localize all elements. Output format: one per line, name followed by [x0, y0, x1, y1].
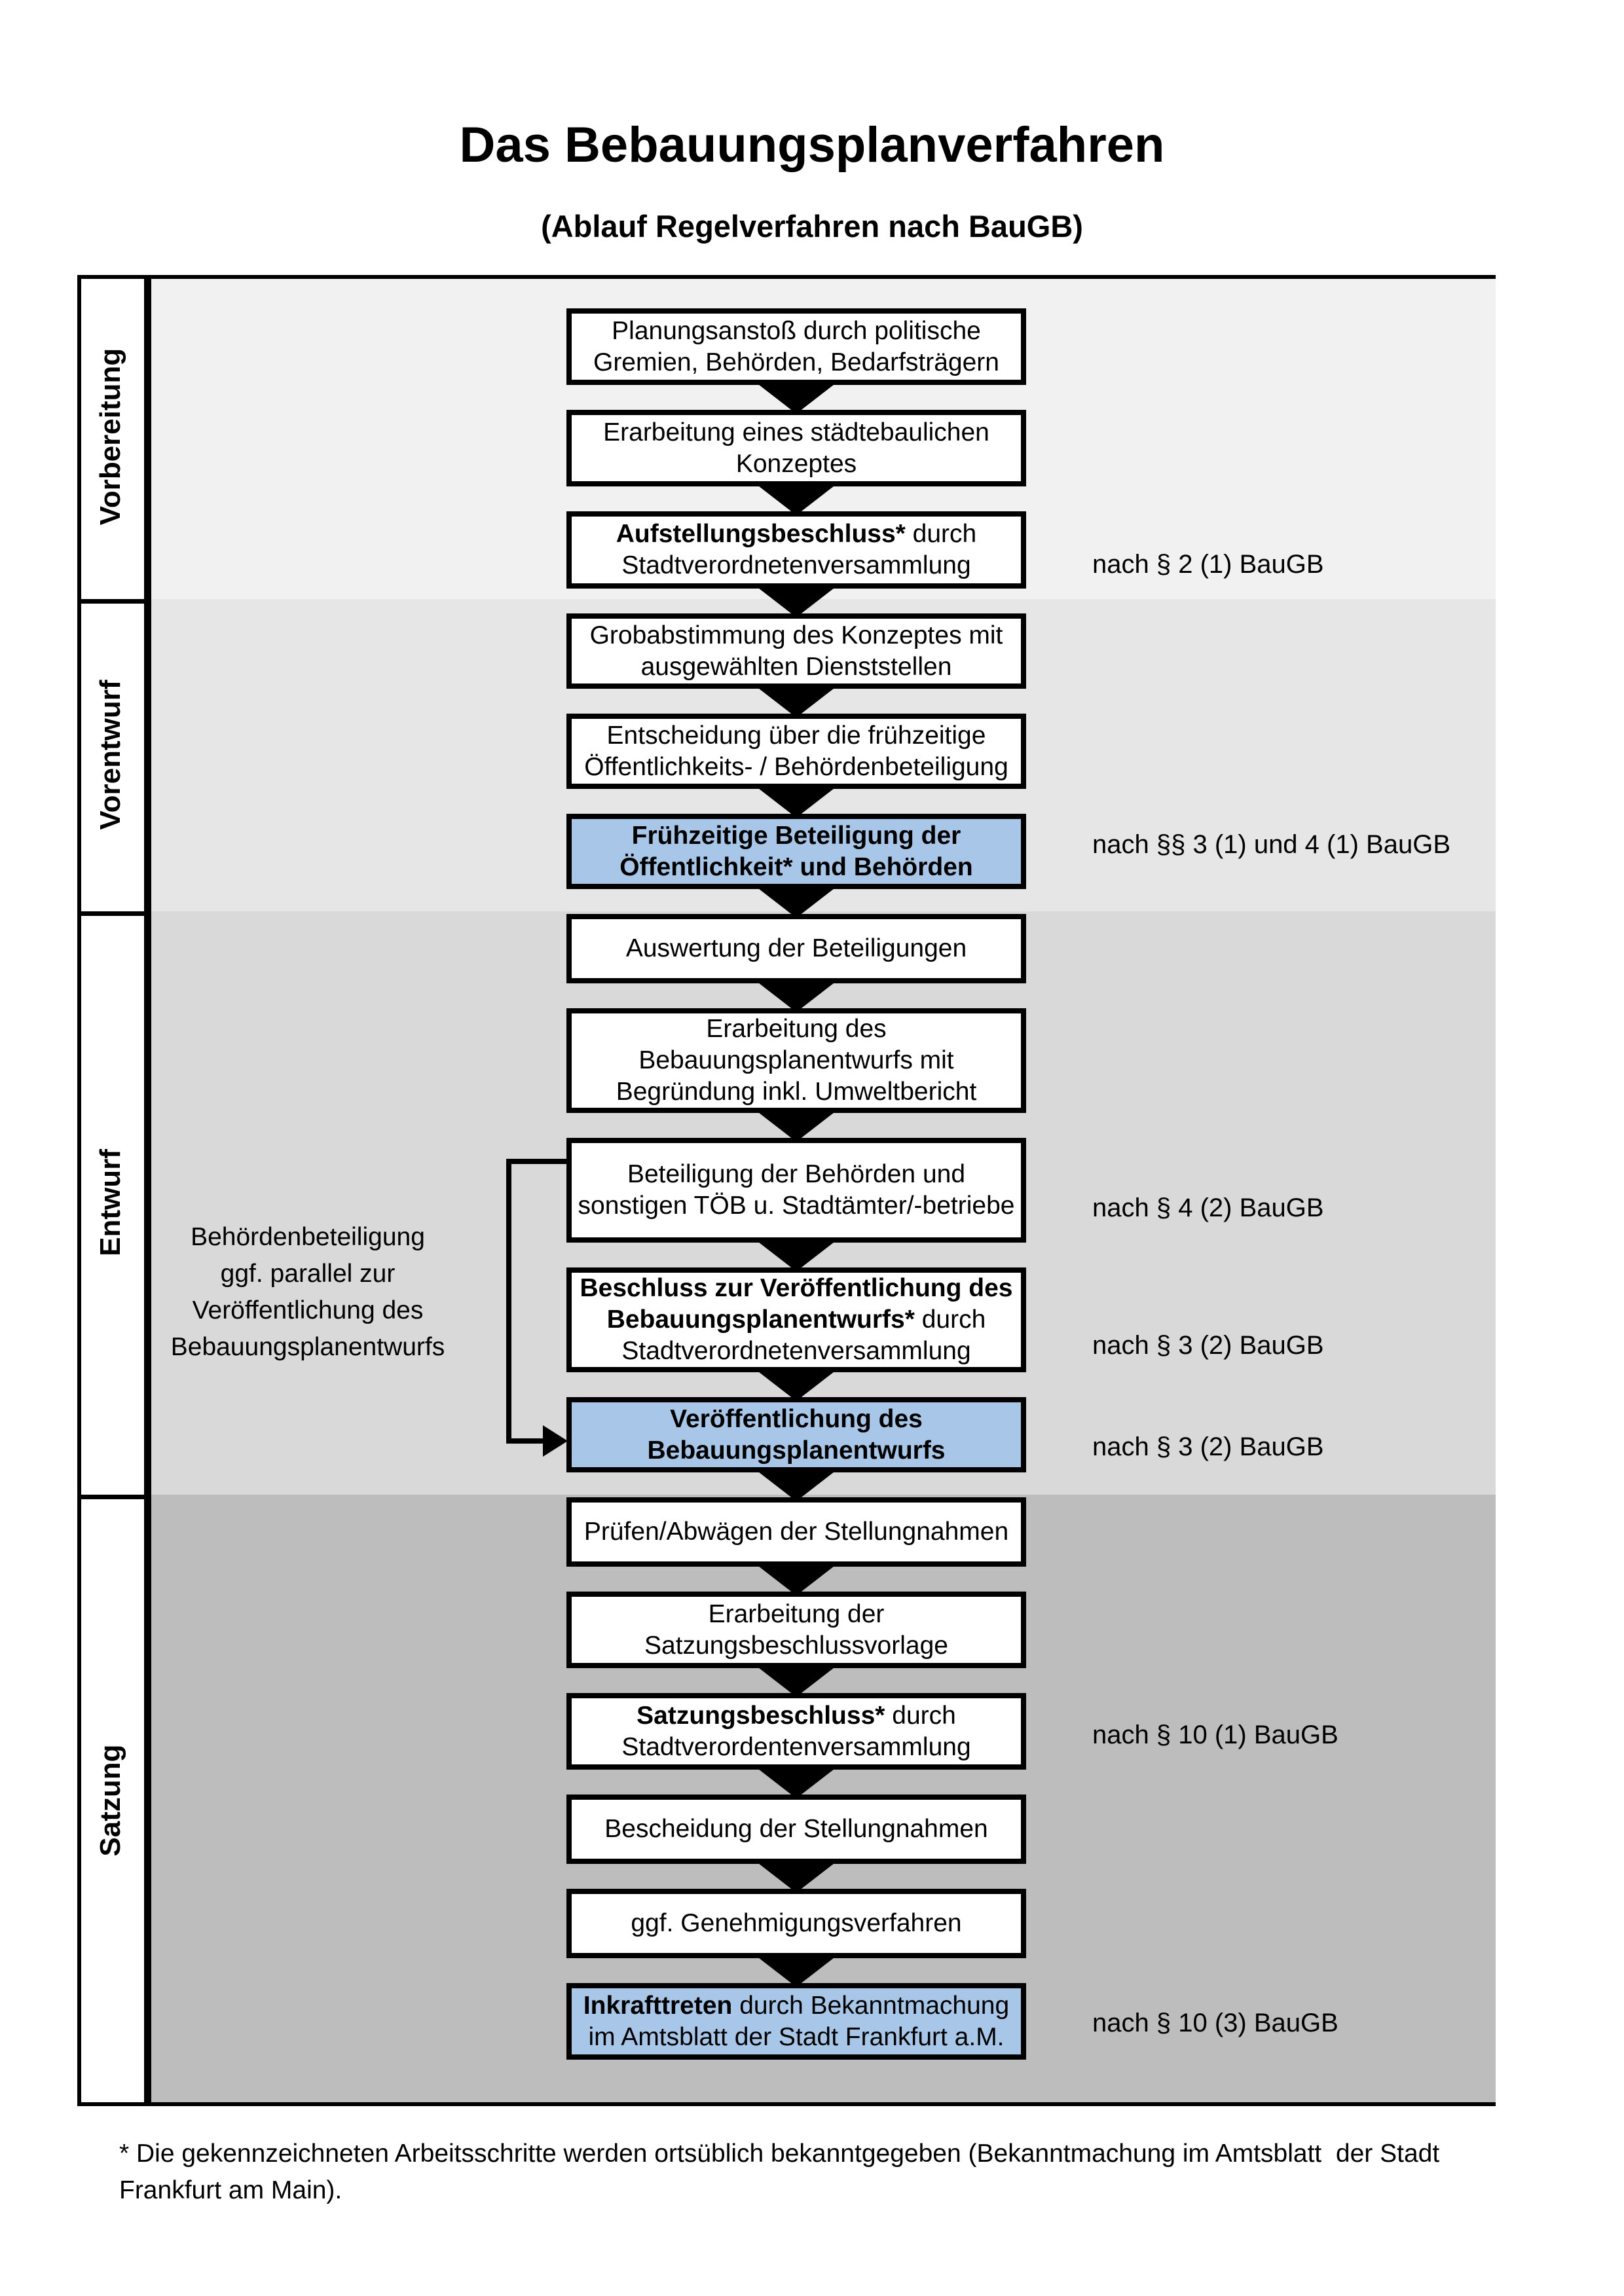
- flow-box-text: Aufstellungsbeschluss* durch: [616, 520, 977, 548]
- flow-box-text: Grobabstimmung des Konzeptes mit: [589, 621, 1003, 649]
- bracket-connector-bottom: [506, 1438, 545, 1444]
- phase-divider: [81, 1495, 151, 1499]
- arrow-down-icon: [756, 981, 837, 1012]
- flow-box-text: Begründung inkl. Umweltbericht: [616, 1078, 977, 1106]
- flow-box-text: Gremien, Behörden, Bedarfsträgern: [593, 348, 999, 376]
- flow-box: Prüfen/Abwägen der Stellungnahmen: [566, 1497, 1026, 1567]
- flow-box-text: ausgewählten Dienststellen: [640, 652, 952, 681]
- phase-label-entwurf: Entwurf: [94, 1149, 126, 1256]
- phase-label-satzung: Satzung: [94, 1744, 126, 1857]
- footnote: * Die gekennzeichneten Arbeitsschritte w…: [119, 2136, 1534, 2209]
- flow-box: Grobabstimmung des Konzeptes mit ausgewäh…: [566, 613, 1026, 689]
- flow-box-text: Veröffentlichung des: [670, 1404, 923, 1433]
- arrow-down-icon: [756, 1666, 837, 1697]
- flow-box-text: Erarbeitung des: [706, 1015, 887, 1043]
- arrow-down-icon: [756, 1861, 837, 1893]
- flow-box-text: Entscheidung über die frühzeitige: [606, 721, 986, 750]
- flow-box-text: Bebauungsplanentwurfs: [647, 1436, 946, 1465]
- flow-box-text: Stadtverordnetenversammlung: [621, 1337, 971, 1365]
- flow-box-text: Beteiligung der Behörden und: [627, 1160, 966, 1188]
- legal-ref: nach § 4 (2) BauGB: [1092, 1194, 1324, 1222]
- footnote-line: Frankfurt am Main).: [119, 2176, 342, 2204]
- legal-ref: nach § 3 (2) BauGB: [1092, 1432, 1324, 1461]
- flow-box: Beteiligung der Behörden und sonstigen TÖ…: [566, 1138, 1026, 1243]
- phase-divider: [81, 911, 151, 916]
- flow-box: Auswertung der Beteiligungen: [566, 914, 1026, 983]
- arrow-down-icon: [756, 1564, 837, 1595]
- legal-ref: nach § 10 (3) BauGB: [1092, 2009, 1338, 2037]
- flow-box-text: Öffentlichkeits- / Behördenbeteiligung: [584, 752, 1008, 781]
- flow-box-text: Konzeptes: [735, 449, 857, 478]
- side-note-line: Bebauungsplanentwurfs: [170, 1333, 445, 1361]
- flow-box-text: Bebauungsplanentwurfs* durch: [606, 1305, 986, 1334]
- arrow-down-icon: [756, 1370, 837, 1401]
- flow-box-text: Beschluss zur Veröffentlichung des: [580, 1274, 1013, 1302]
- flow-box-text: Stadtverordnetenversammlung: [621, 551, 971, 579]
- footnote-line: * Die gekennzeichneten Arbeitsschritte w…: [119, 2140, 1440, 2168]
- arrow-down-icon: [756, 1956, 837, 1987]
- page-title: Das Bebauungsplanverfahren: [459, 117, 1165, 173]
- arrow-down-icon: [756, 382, 837, 414]
- legal-ref: nach § 10 (1) BauGB: [1092, 1721, 1338, 1749]
- flow-box-text: Erarbeitung der: [708, 1599, 885, 1628]
- flow-box: ggf. Genehmigungsverfahren: [566, 1889, 1026, 1958]
- flow-box-text: Bebauungsplanentwurfs mit: [638, 1046, 954, 1074]
- flow-box-text: Öffentlichkeit* und Behörden: [619, 852, 973, 881]
- flow-box-text: Planungsanstoß durch politische: [612, 316, 981, 345]
- flow-box-text: Bescheidung der Stellungnahmen: [604, 1815, 988, 1843]
- arrow-down-icon: [756, 1110, 837, 1142]
- arrow-right-icon: [543, 1425, 568, 1457]
- side-note-line: Behördenbeteiligung: [191, 1223, 425, 1251]
- arrow-down-icon: [756, 786, 837, 818]
- phase-label-vorentwurf: Vorentwurf: [94, 680, 126, 830]
- legal-ref: nach § 2 (1) BauGB: [1092, 550, 1324, 579]
- phase-divider: [81, 599, 151, 604]
- flow-box: Bescheidung der Stellungnahmen: [566, 1795, 1026, 1864]
- flow-box-text: Stadtverordentenversammlung: [621, 1732, 971, 1761]
- flow-box-text: ggf. Genehmigungsverfahren: [631, 1909, 962, 1937]
- phase-label-column: [81, 279, 151, 2102]
- legal-ref: nach § 3 (2) BauGB: [1092, 1331, 1324, 1360]
- arrow-down-icon: [756, 1470, 837, 1501]
- bracket-connector-top: [506, 1159, 566, 1164]
- arrow-down-icon: [756, 484, 837, 515]
- arrow-down-icon: [756, 1767, 837, 1798]
- arrow-down-icon: [756, 886, 837, 918]
- side-note-line: Veröffentlichung des: [192, 1296, 424, 1324]
- side-note-line: ggf. parallel zur: [220, 1260, 396, 1288]
- phase-label-vorbereitung: Vorbereitung: [94, 348, 126, 526]
- arrow-down-icon: [756, 1240, 837, 1271]
- flow-box-text: Satzungsbeschluss* durch: [637, 1701, 956, 1730]
- arrow-down-icon: [756, 586, 837, 617]
- flow-box-text: Satzungsbeschlussvorlage: [644, 1631, 948, 1660]
- arrow-down-icon: [756, 686, 837, 718]
- bracket-connector-vertical: [506, 1159, 511, 1444]
- page-subtitle: (Ablauf Regelverfahren nach BauGB): [541, 209, 1083, 244]
- flow-box-text: Erarbeitung eines städtebaulichen: [603, 418, 989, 446]
- flow-box-text: Auswertung der Beteiligungen: [625, 934, 967, 962]
- flow-box-text: sonstigen TÖB u. Stadtämter/-betriebe: [578, 1192, 1015, 1220]
- legal-ref: nach §§ 3 (1) und 4 (1) BauGB: [1092, 830, 1450, 859]
- flow-box-text: Inkrafttreten durch Bekanntmachung: [583, 1991, 1010, 2020]
- flow-box-text: Frühzeitige Beteiligung der: [631, 821, 961, 850]
- flow-box-text: Prüfen/Abwägen der Stellungnahmen: [583, 1518, 1009, 1546]
- flow-box-text: im Amtsblatt der Stadt Frankfurt a.M.: [588, 2022, 1005, 2051]
